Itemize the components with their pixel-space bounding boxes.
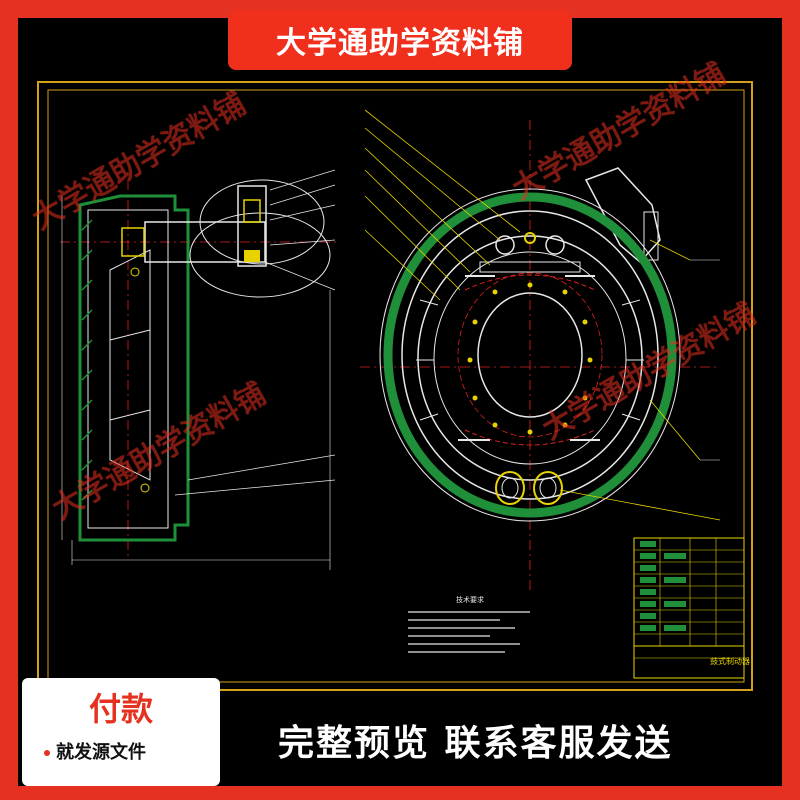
section-view <box>61 169 336 570</box>
inner-frame <box>47 89 745 683</box>
shop-banner: 大学通助学资料铺 <box>228 10 572 70</box>
preview-contact-text: 完整预览 联系客服发送 <box>278 723 673 764</box>
pay-card[interactable]: 付款 就发源文件 <box>22 678 220 786</box>
center-lines <box>60 120 720 590</box>
pay-label: 付款 <box>88 690 153 728</box>
shop-title: 大学通助学资料铺 <box>276 26 524 61</box>
drawing-frame <box>37 81 753 691</box>
bullet-dot-icon <box>44 750 50 756</box>
technical-notes <box>408 611 530 653</box>
title-block <box>633 537 745 679</box>
pay-subtext: 就发源文件 <box>56 742 146 763</box>
notes-title: 技术要求 <box>456 595 484 604</box>
title-block-name: 鼓式制动器 <box>710 656 750 666</box>
front-view <box>364 109 721 522</box>
